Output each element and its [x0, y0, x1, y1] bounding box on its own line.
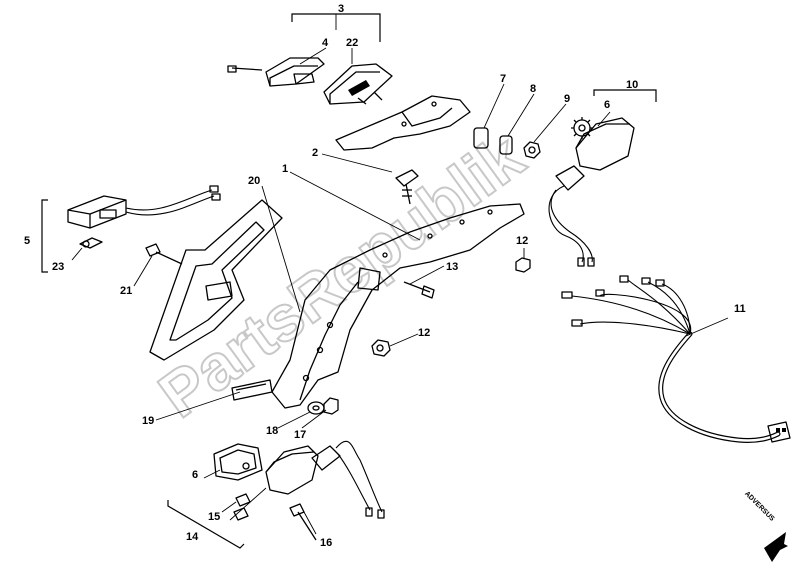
callout-21: 21 — [120, 285, 132, 297]
spacer-7 — [473, 127, 489, 149]
callout-20: 20 — [248, 175, 260, 187]
callout-17: 17 — [294, 429, 306, 441]
wiring-harness — [561, 275, 791, 443]
callout-19: 19 — [142, 415, 154, 427]
bracket-10 — [593, 89, 657, 102]
callout-12-lower: 12 — [418, 327, 430, 339]
nut-9 — [523, 141, 541, 159]
upper-support-bracket — [335, 95, 471, 151]
callout-9: 9 — [564, 93, 570, 105]
direction-label: ADVERSUS — [743, 490, 776, 523]
screw-13 — [403, 281, 435, 299]
nut-17 — [323, 397, 339, 415]
callout-7: 7 — [500, 73, 506, 85]
bulb — [79, 237, 103, 249]
callout-23: 23 — [52, 261, 64, 273]
bracket-14 — [167, 500, 245, 549]
callout-3: 3 — [338, 3, 344, 15]
callout-11: 11 — [734, 303, 746, 315]
direction-arrow: ADVERSUS — [743, 490, 788, 562]
spacer-8 — [499, 135, 513, 155]
screw-21 — [145, 243, 183, 265]
callouts: 1 2 3 4 22 5 6 6 7 8 9 10 11 12 12 13 14… — [24, 3, 746, 549]
callout-6-lower: 6 — [192, 469, 198, 481]
callout-22: 22 — [346, 37, 358, 49]
plate-holder-bracket — [271, 203, 525, 409]
callout-14: 14 — [186, 531, 199, 543]
nut-12-lower — [371, 339, 391, 357]
callout-4: 4 — [322, 37, 329, 49]
callout-13: 13 — [446, 261, 458, 273]
screw-16 — [289, 503, 317, 541]
watermark-text: PartsRepublik — [146, 120, 537, 431]
right-turn-signal — [548, 117, 635, 267]
plate-light-assembly — [227, 57, 393, 105]
bracket-5 — [41, 199, 48, 273]
nut-12-upper — [515, 257, 531, 273]
callout-18: 18 — [266, 425, 278, 437]
callout-6-upper: 6 — [604, 99, 610, 111]
washer-18 — [307, 401, 325, 415]
callout-12-upper: 12 — [516, 235, 528, 247]
callout-5: 5 — [24, 235, 30, 247]
callout-2: 2 — [312, 147, 318, 159]
reflector — [231, 379, 273, 401]
gear-icon — [571, 117, 593, 139]
callout-15: 15 — [208, 511, 220, 523]
callout-16: 16 — [320, 537, 332, 549]
license-plate-light — [67, 185, 221, 229]
callout-1: 1 — [282, 163, 288, 175]
callout-10: 10 — [626, 79, 638, 91]
fastener-pin — [395, 169, 419, 205]
leader-lines — [71, 14, 729, 535]
left-turn-signal — [213, 440, 385, 519]
mounting-frame — [149, 199, 283, 361]
screw-15 — [233, 493, 251, 521]
watermark: PartsRepublik — [145, 119, 538, 432]
callout-8: 8 — [530, 83, 536, 95]
